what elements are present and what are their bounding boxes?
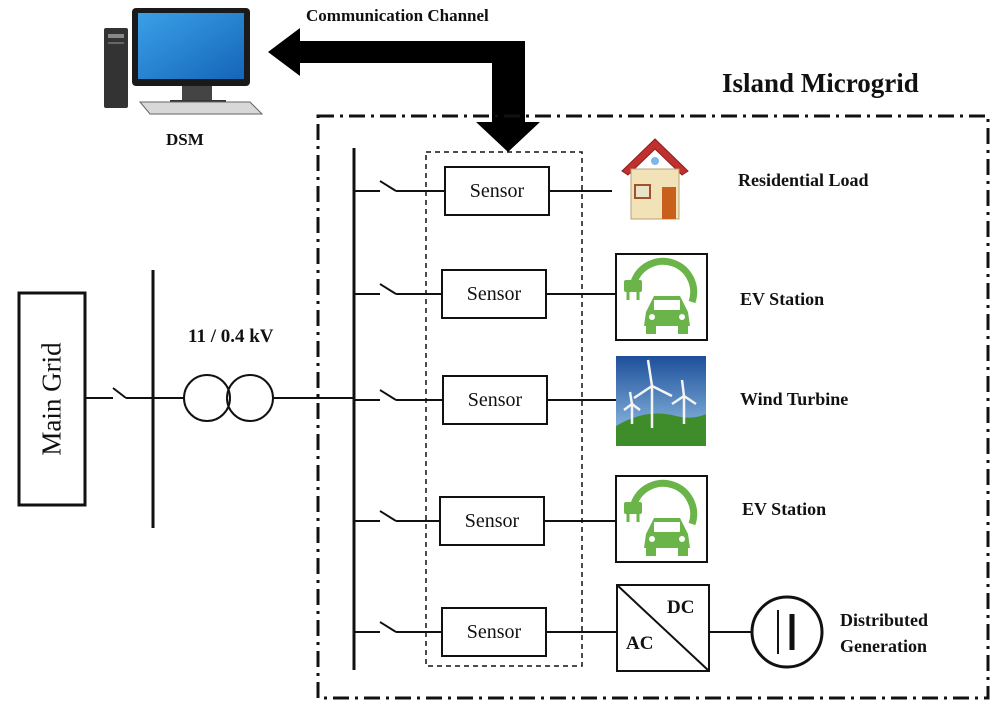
island-microgrid-boundary: [316, 114, 990, 700]
communication-arrow: [268, 28, 540, 152]
computer-icon: [104, 8, 264, 115]
load-label-residential: Residential Load: [738, 170, 869, 190]
microgrid-title: Island Microgrid: [722, 68, 919, 98]
main-grid-box: [17, 291, 87, 507]
main-grid-switch: [85, 387, 153, 399]
feeder-switch: [354, 283, 616, 295]
load-label-wind-turbine: Wind Turbine: [740, 389, 849, 409]
feeder-switch: [354, 621, 617, 633]
main-grid-label: Main Grid: [36, 342, 67, 456]
sensor-box: Sensor: [439, 496, 545, 546]
sensor-box: Sensor: [442, 375, 548, 425]
dsm-label: DSM: [166, 130, 204, 149]
sensor-box: Sensor: [441, 607, 547, 657]
ev-charger-icon: [615, 253, 708, 341]
sensor-box: Sensor: [441, 269, 547, 319]
sensor-group-boundary: [425, 151, 583, 667]
converter-ac-label: AC: [626, 633, 654, 654]
transformer-icon: [153, 374, 354, 422]
wind-turbine-icon: [616, 356, 706, 446]
communication-channel-label: Communication Channel: [306, 6, 489, 25]
load-label-ev-station: EV Station: [740, 289, 825, 309]
load-label-ev-station: EV Station: [742, 499, 827, 519]
sensor-box: Sensor: [444, 166, 550, 216]
feeder-switch: [354, 180, 612, 192]
transformer-rating: 11 / 0.4 kV: [188, 326, 274, 347]
house-icon: [621, 138, 689, 220]
feeder-switch: [354, 510, 616, 522]
load-label-distributed-generation: Distributed Generation: [840, 610, 929, 656]
converter-dc-label: DC: [667, 597, 695, 618]
ac-dc-converter-icon: [616, 584, 710, 672]
feeder-switch: [354, 389, 616, 401]
battery-source-icon: [750, 595, 824, 669]
ev-charger-icon: [615, 475, 708, 563]
